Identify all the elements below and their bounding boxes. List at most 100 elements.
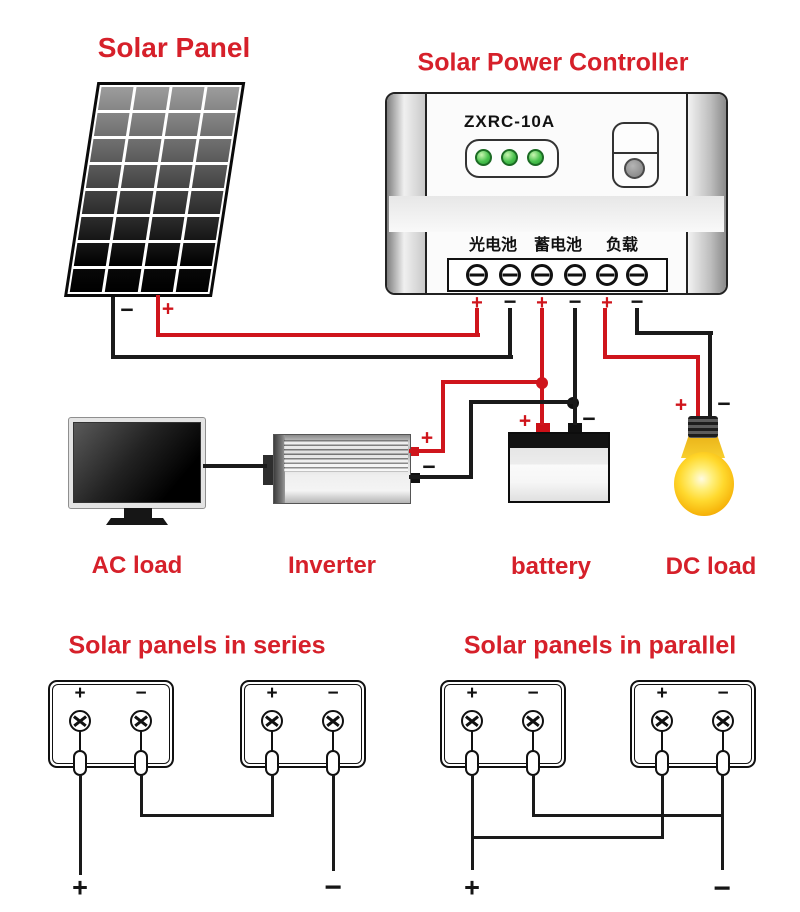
panel-tab [134,750,148,776]
led-indicator [501,149,518,166]
wire-negative [111,355,513,359]
solar-cell [77,217,114,240]
terminal-screw [626,264,648,286]
monitor-screen [73,422,201,503]
battery-minus-terminal [568,423,582,433]
wire-negative [635,308,639,335]
wire-negative [469,400,575,404]
solar-cell [81,191,118,214]
wire-positive [156,333,480,337]
battery-plus-terminal [536,423,550,433]
screw-terminal [461,710,483,732]
wire-negative [661,775,664,839]
panel-tab [716,750,730,776]
panel-plus-sign: + [74,683,86,704]
wire-negative [635,331,713,335]
panel-plus-sign: + [656,683,668,704]
wire-negative [332,775,335,871]
terminal-group-label-load: 负载 [605,237,639,254]
panel-minus-sign: − [717,683,729,704]
solar-cell [105,269,141,292]
wire-negative [469,400,473,479]
terminal-sign-5: + [601,292,613,314]
series-title: Solar panels in series [68,631,326,660]
inverter-end-cap [274,435,285,503]
solar-cell [144,243,181,266]
led-panel [465,139,559,178]
terminal-sign-4: − [568,289,582,314]
parallel-title: Solar panels in parallel [463,631,737,660]
controller-right-strip [686,94,726,293]
series-panel-1: + − [48,680,174,776]
terminal-screw [596,264,618,286]
wire-negative [111,297,115,359]
wire-negative [271,775,274,817]
parallel-panel-1: + − [440,680,566,776]
bulb-screw-base [688,416,718,438]
terminal-sign-2: − [503,289,517,314]
wire-negative [508,308,512,359]
solar-cell [69,269,106,292]
ac-load-label: AC load [91,552,183,579]
screw-terminal [261,710,283,732]
lead-line [470,731,473,753]
wire-positive [441,380,445,453]
terminal-screw [499,264,521,286]
controller-shade-band [389,196,724,232]
screw-terminal [651,710,673,732]
dc-load-minus-sign: − [717,390,731,417]
wire-positive [409,449,445,453]
dc-load-label: DC load [665,553,757,580]
monitor-stand-base [106,518,168,525]
screw-terminal [130,710,152,732]
solar-cell [129,113,165,136]
series-output-minus: − [324,871,342,904]
panel-plus-sign: + [266,683,278,704]
lead-line [78,731,81,753]
lead-line [721,731,724,753]
switch-button-icon [624,158,645,179]
solar-cell [168,87,205,110]
battery-label: battery [510,553,592,580]
solar-cell [73,243,110,266]
panel-minus-sign: − [120,296,134,323]
solar-cell [89,139,126,162]
wire-positive [603,308,607,359]
wire-negative [721,775,724,870]
wire-negative [573,308,577,425]
panel-tab [655,750,669,776]
solar-cell [121,165,157,188]
controller-title: Solar Power Controller [417,48,689,77]
solar-cell [125,139,161,162]
screw-terminal [322,710,344,732]
wire-negative [140,775,143,817]
wire-positive [443,380,543,384]
lead-line [531,731,534,753]
inverter-plus-sign: + [420,426,434,450]
solar-cell [93,113,130,136]
battery-body [508,432,610,503]
series-panel-2: + − [240,680,366,776]
solar-cell [203,87,240,110]
wire-negative [203,464,267,468]
screw-terminal [522,710,544,732]
wire-negative [471,836,664,839]
ac-load-monitor [68,417,206,509]
controller-switch [612,122,659,188]
panel-inner-border [444,684,562,764]
panel-tab [265,750,279,776]
solar-cell [195,139,232,162]
terminal-screw [564,264,586,286]
terminal-group-label-battery: 蓄电池 [533,237,583,254]
panel-plus-sign: + [161,297,175,321]
solar-cell [199,113,236,136]
battery-minus-sign: − [582,405,596,432]
panel-tab [326,750,340,776]
panel-plus-sign: + [466,683,478,704]
solar-cell [160,139,197,162]
panel-tab [465,750,479,776]
solar-cell [191,165,228,188]
terminal-sign-1: + [471,292,483,314]
solar-cell [164,113,201,136]
